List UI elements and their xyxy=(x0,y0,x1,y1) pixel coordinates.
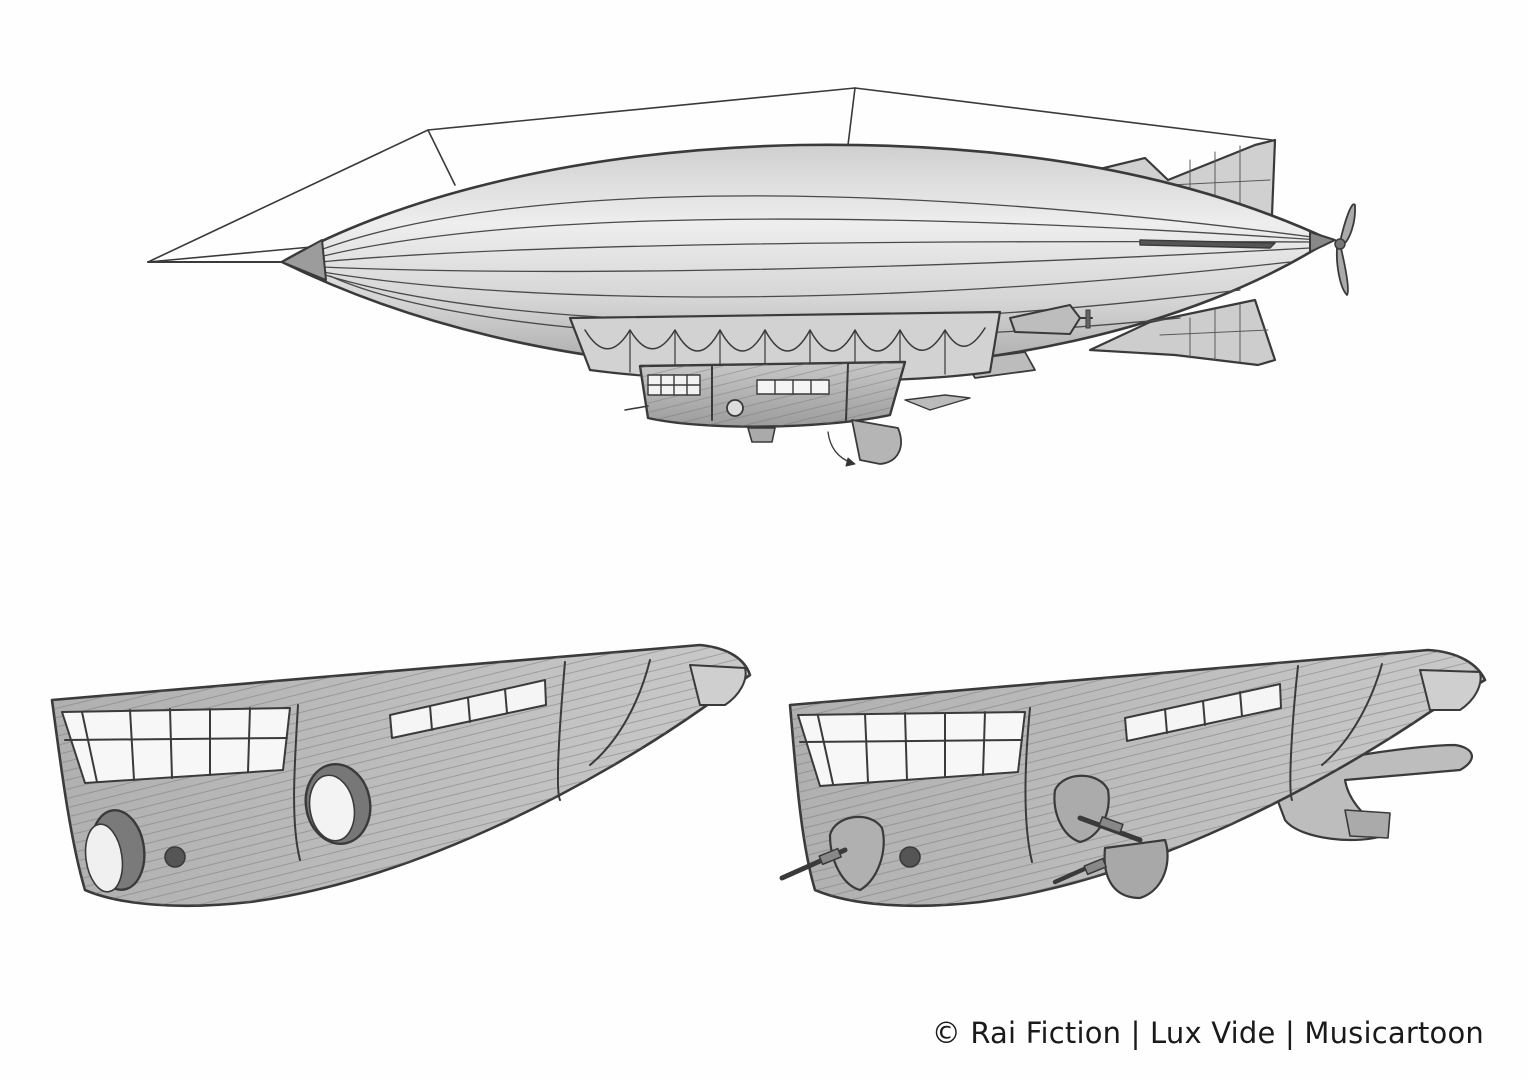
upper-side-windows xyxy=(1124,683,1282,742)
under-gun-turret xyxy=(1052,838,1169,900)
gondola-hull xyxy=(624,360,971,467)
tail-propeller xyxy=(1309,203,1356,296)
gondola-unarmed xyxy=(50,643,752,908)
nose-grille xyxy=(689,664,747,706)
tail-fins xyxy=(1073,138,1277,367)
airship-side-view xyxy=(147,87,1356,467)
gondola-mid-windows xyxy=(756,379,830,395)
rear-deck xyxy=(904,394,971,411)
gondola-armed xyxy=(779,648,1487,908)
copyright-credit: © Rai Fiction | Lux Vide | Musicartoon xyxy=(931,1016,1484,1050)
hull-strake xyxy=(1139,239,1276,249)
porthole xyxy=(726,399,744,417)
mid-gun-turret xyxy=(1053,774,1143,844)
bottom-gun-pod xyxy=(851,419,902,465)
nose-cone xyxy=(147,239,327,281)
engine-pod xyxy=(1009,304,1093,335)
mid-hatch-open xyxy=(304,763,372,845)
front-bay-windows xyxy=(61,707,291,784)
front-bay-windows xyxy=(797,711,1026,787)
front-hatch-open xyxy=(84,809,186,893)
gondola-front-windows xyxy=(647,374,701,396)
upper-side-windows xyxy=(389,679,547,739)
bottom-fixture xyxy=(747,427,776,443)
front-gun-turret xyxy=(779,815,921,892)
